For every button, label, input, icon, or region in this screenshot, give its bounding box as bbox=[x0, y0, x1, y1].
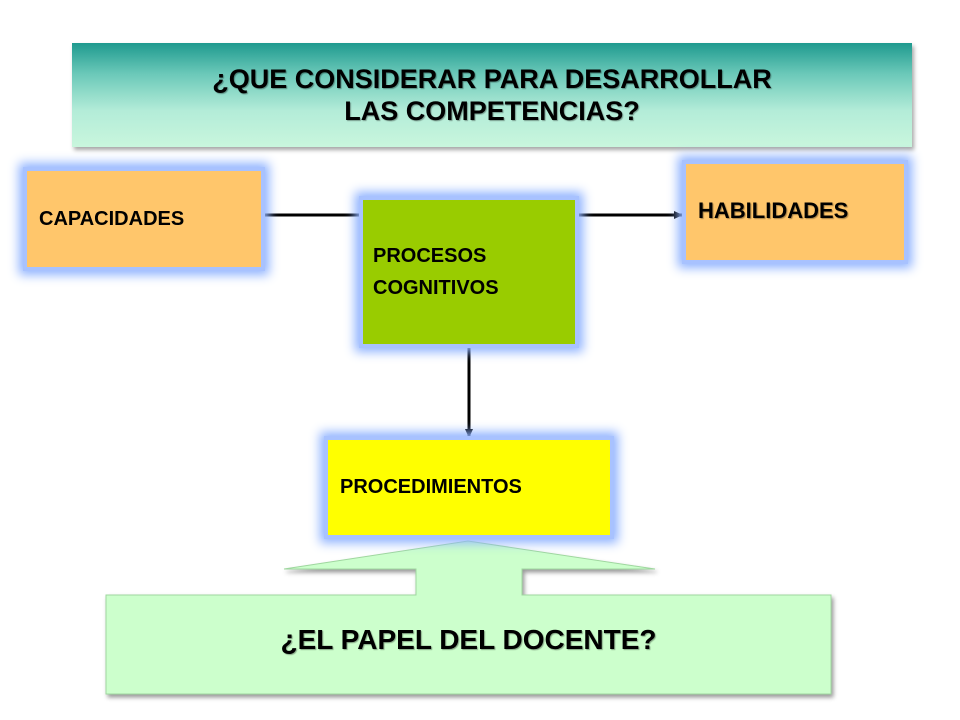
node-procedimientos-label: PROCEDIMIENTOS bbox=[340, 476, 522, 498]
node-capacidades: CAPACIDADES bbox=[27, 171, 261, 267]
title-line-1: ¿QUE CONSIDERAR PARA DESARROLLAR bbox=[212, 64, 772, 94]
node-capacidades-label: CAPACIDADES bbox=[39, 207, 185, 230]
node-procedimientos: PROCEDIMIENTOS bbox=[328, 440, 610, 535]
title-line-2: LAS COMPETENCIAS? bbox=[344, 96, 640, 126]
node-habilidades-label: HABILIDADES bbox=[698, 198, 849, 223]
title-banner: ¿QUE CONSIDERAR PARA DESARROLLAR LAS COM… bbox=[72, 43, 912, 147]
node-procesos-label-line-1: PROCESOS bbox=[373, 245, 487, 267]
callout-label: ¿EL PAPEL DEL DOCENTE? bbox=[280, 624, 657, 655]
node-procesos-cognitivos: PROCESOS COGNITIVOS bbox=[363, 200, 575, 344]
node-procesos-label-line-2: COGNITIVOS bbox=[373, 277, 499, 299]
node-habilidades: HABILIDADES bbox=[686, 164, 904, 260]
